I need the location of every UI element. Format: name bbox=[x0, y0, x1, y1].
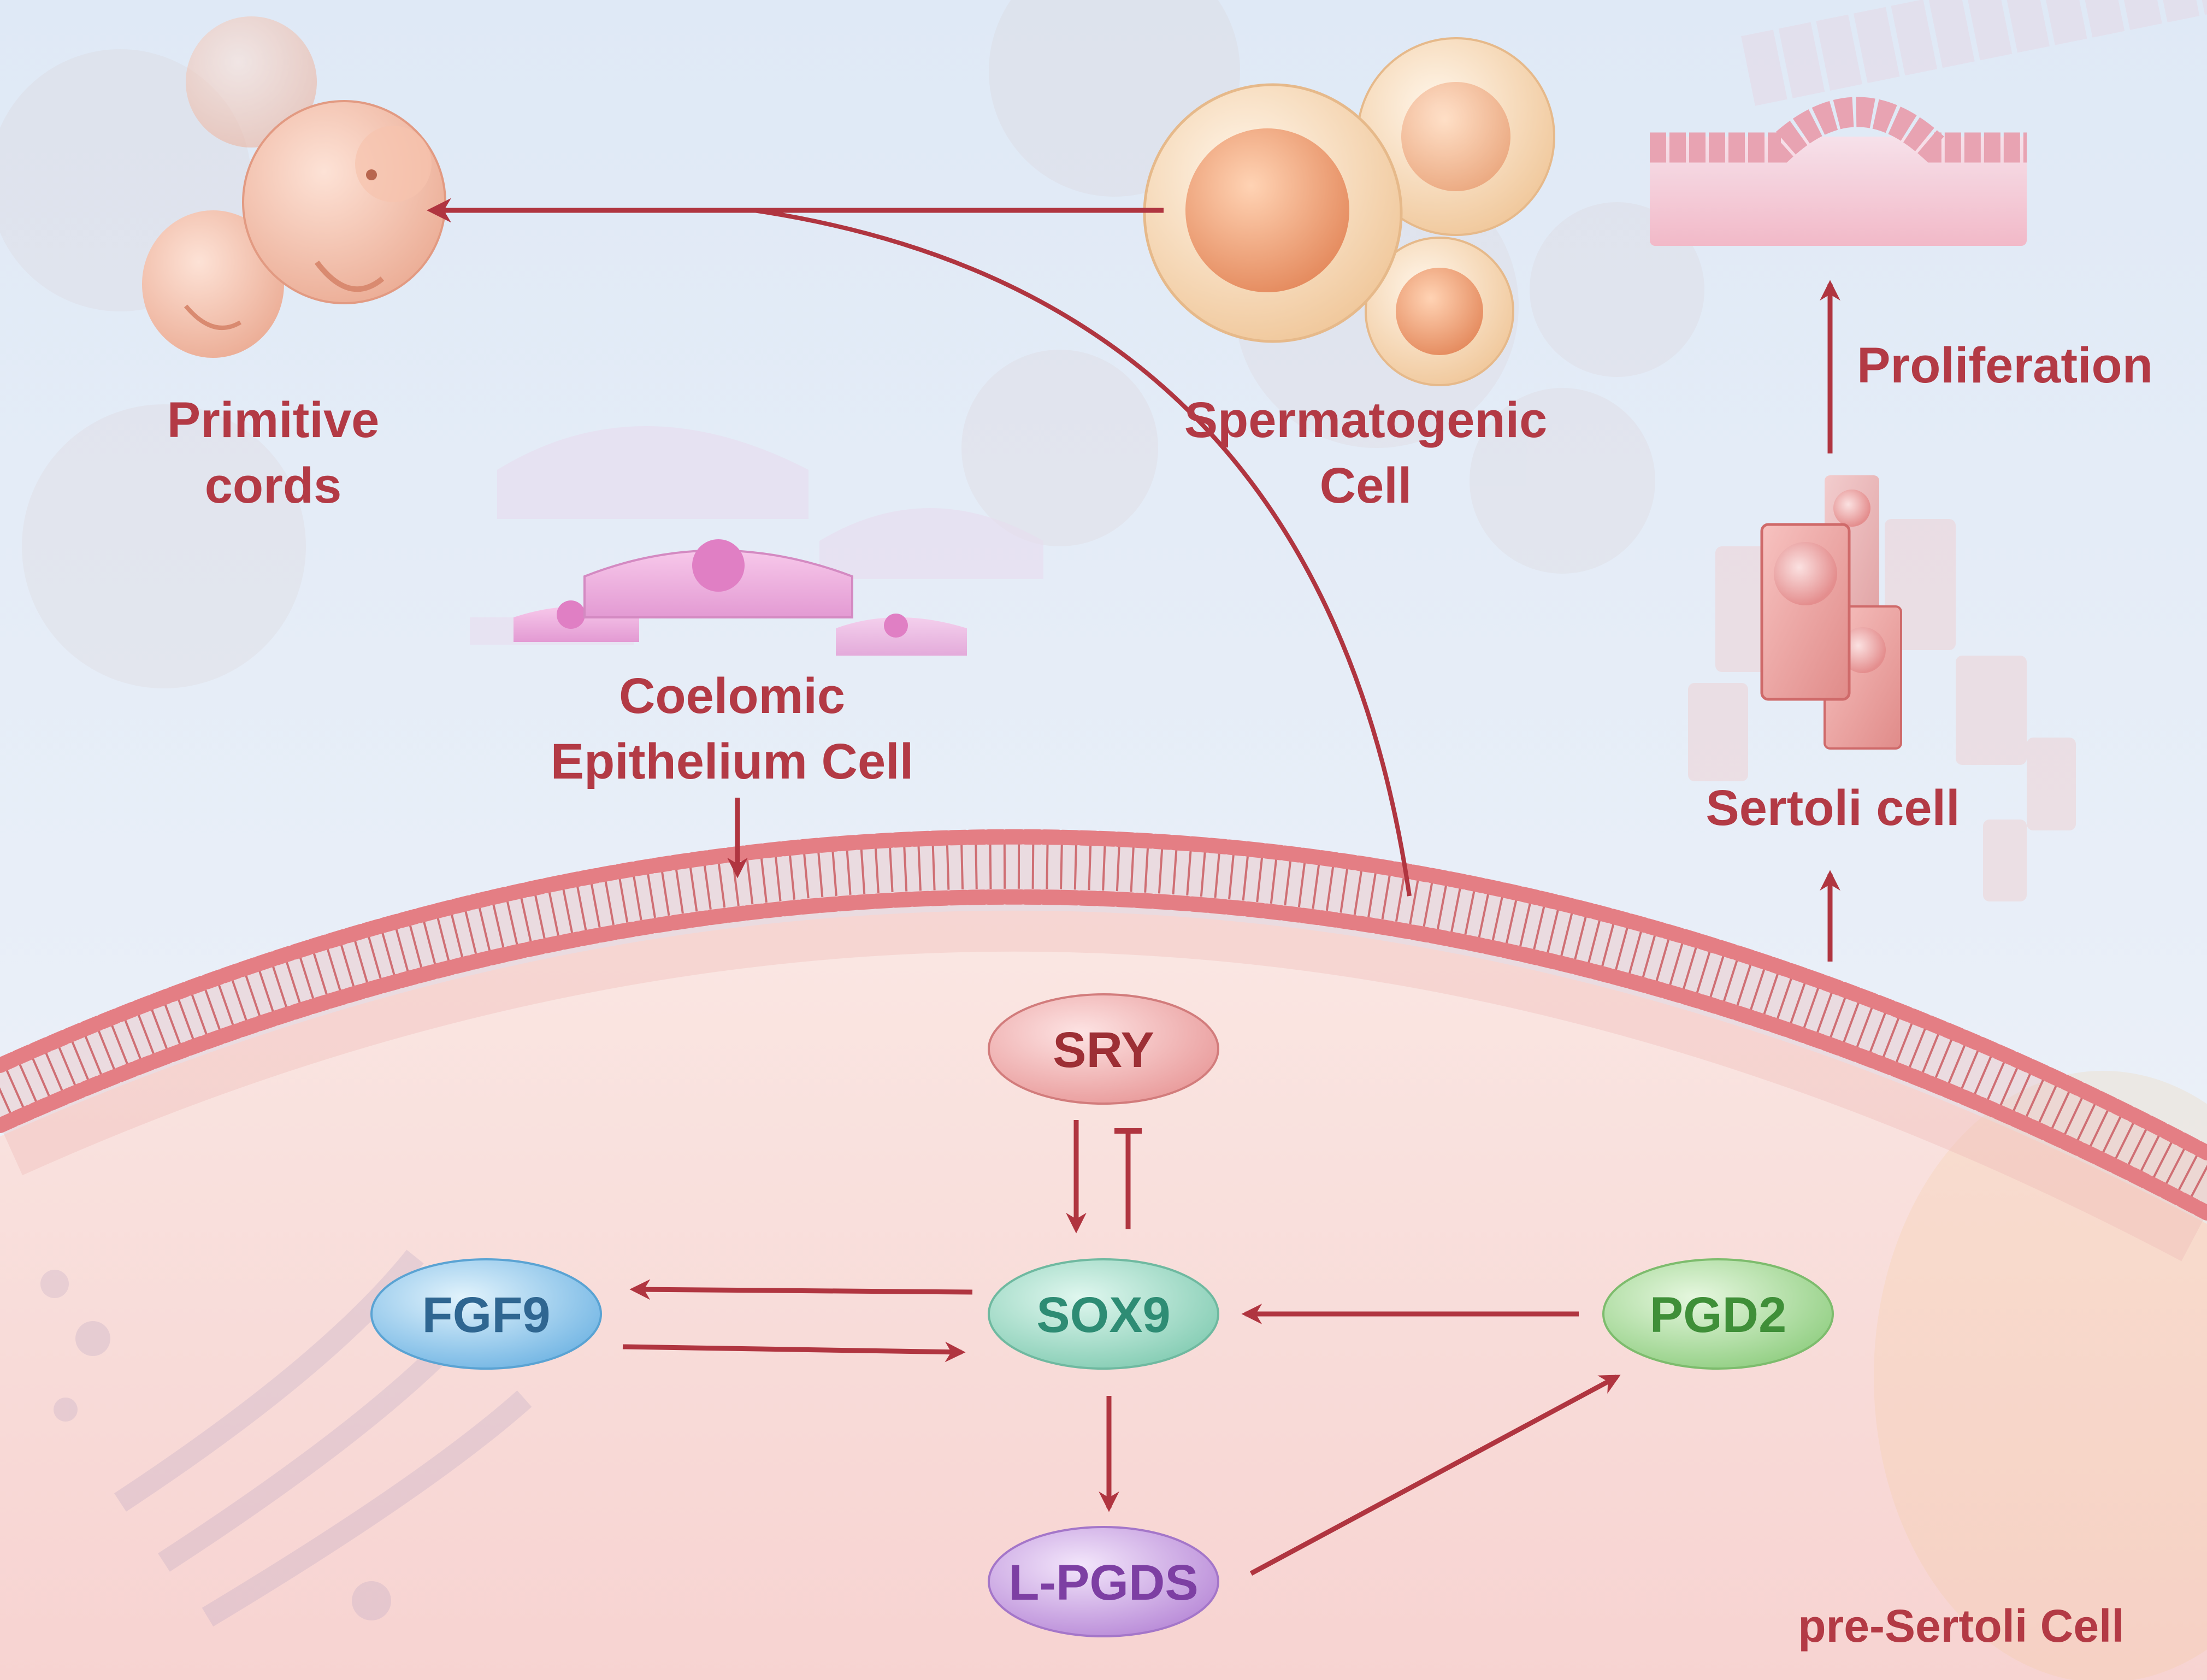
label-coelomic-line2: Epithelium Cell bbox=[551, 734, 914, 789]
mitochondrion-shape bbox=[1874, 1071, 2207, 1680]
tissue-illustration bbox=[1650, 0, 2207, 246]
label-sertoli-cell: Sertoli cell bbox=[1706, 780, 1960, 836]
node-pgd2-label: PGD2 bbox=[1650, 1287, 1787, 1343]
arrow-fgf9-to-sox9 bbox=[622, 1341, 966, 1363]
label-primitive-cords-line1: Primitive bbox=[167, 392, 380, 448]
cell-membrane bbox=[0, 829, 2207, 1262]
node-lpgds: L-PGDS bbox=[988, 1526, 1219, 1637]
node-fgf9: FGF9 bbox=[370, 1258, 602, 1370]
node-sox9: SOX9 bbox=[988, 1258, 1219, 1370]
arrow-sox9-to-fgf9 bbox=[629, 1279, 973, 1300]
arrow-lpgds-to-pgd2 bbox=[1249, 1375, 1621, 1576]
node-fgf9-label: FGF9 bbox=[422, 1287, 550, 1343]
node-sry-label: SRY bbox=[1053, 1022, 1154, 1078]
node-pgd2: PGD2 bbox=[1602, 1258, 1834, 1370]
label-pre-sertoli-cell: pre-Sertoli Cell bbox=[1798, 1600, 2124, 1652]
label-primitive-cords-line2: cords bbox=[205, 458, 342, 514]
spermatogenic-cell-illustration bbox=[1143, 37, 1555, 386]
label-proliferation: Proliferation bbox=[1857, 338, 2153, 393]
node-lpgds-label: L-PGDS bbox=[1008, 1555, 1199, 1611]
arrows bbox=[427, 198, 1840, 1576]
embryo-illustration bbox=[142, 16, 446, 358]
sertoli-cell-illustration bbox=[1688, 475, 2076, 901]
node-sry: SRY bbox=[988, 993, 1219, 1105]
label-coelomic-line1: Coelomic bbox=[619, 668, 845, 724]
label-spermatogenic-line1: Spermatogenic bbox=[1184, 392, 1548, 448]
arrow-membrane-to-primitive-cords bbox=[753, 208, 1412, 897]
label-spermatogenic-line2: Cell bbox=[1320, 458, 1412, 514]
coelomic-cell-illustration bbox=[470, 426, 1043, 656]
node-sox9-label: SOX9 bbox=[1036, 1287, 1170, 1343]
